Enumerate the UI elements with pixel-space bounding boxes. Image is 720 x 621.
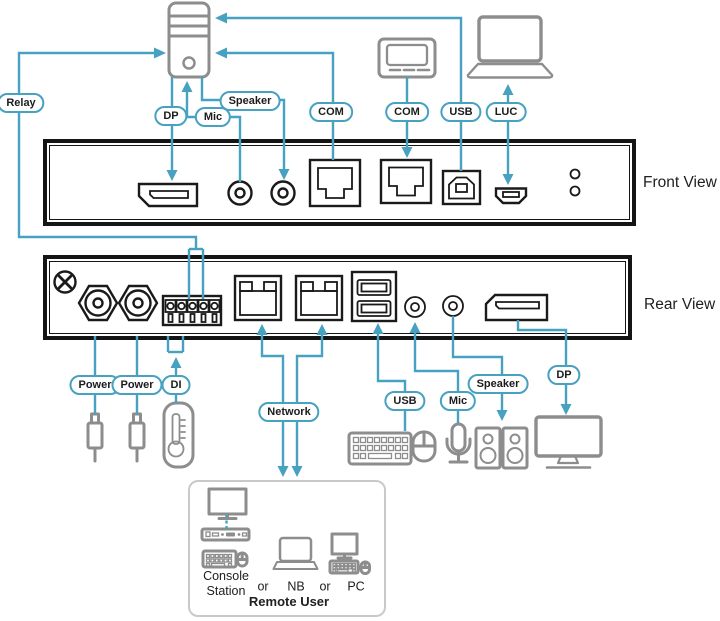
arrow-left-icon (215, 12, 227, 24)
pill-di: DI (161, 375, 191, 395)
laptop-icon (466, 15, 554, 79)
arrow-up-icon (170, 357, 182, 368)
arrowheads (154, 12, 572, 477)
mouse-icon (411, 430, 437, 463)
arrow-down-icon (560, 404, 572, 415)
remote-user-title: Remote User (248, 594, 330, 610)
keyboard-icon (347, 431, 413, 466)
usb-line (376, 334, 407, 431)
monitor-icon (534, 415, 603, 469)
speakers-icon (474, 426, 502, 470)
pill-usb-bottom: USB (384, 391, 426, 411)
pc-tower-icon (167, 1, 211, 79)
pill-relay: Relay (0, 93, 45, 113)
rear-panel (43, 255, 632, 340)
pc-label: PC (347, 579, 365, 594)
pill-usb-top: USB (440, 102, 482, 122)
network-line (260, 334, 285, 466)
pill-speaker-bottom: Speaker (467, 374, 529, 394)
pill-com-left: COM (309, 102, 353, 122)
microphone-icon (445, 422, 472, 464)
pill-power-2: Power (111, 375, 163, 395)
or-label: or (257, 579, 269, 594)
pill-luc: LUC (485, 102, 527, 122)
or-label: or (319, 579, 331, 594)
arrow-up-icon (502, 84, 514, 95)
keyboard-keys (352, 436, 409, 460)
thermometer-sensor-icon (162, 401, 195, 469)
pill-mic-bottom: Mic (439, 391, 477, 411)
dc-plug-icon (128, 412, 146, 463)
pill-dp-bottom: DP (547, 365, 581, 385)
rear-view-label: Rear View (644, 296, 716, 313)
front-panel (43, 139, 636, 226)
arrow-down-icon (496, 410, 508, 421)
serial-device-icon (377, 37, 437, 79)
pill-speaker-top: Speaker (219, 91, 281, 111)
pill-com-right: COM (385, 102, 429, 122)
arrow-up-icon (181, 81, 193, 92)
arrow-right-icon (154, 47, 166, 59)
arrow-left-icon (215, 47, 227, 59)
nb-label: NB (287, 579, 305, 594)
pill-network: Network (258, 402, 320, 422)
console-station-label: Console Station (203, 569, 249, 598)
front-view-label: Front View (643, 174, 717, 191)
network-line (295, 334, 324, 466)
arrow-down-icon (277, 466, 289, 477)
dc-plug-icon (86, 412, 104, 463)
speakers-icon (501, 426, 529, 470)
relay-line (17, 51, 155, 94)
arrow-down-icon (291, 466, 303, 477)
pill-dp-top: DP (154, 106, 188, 126)
